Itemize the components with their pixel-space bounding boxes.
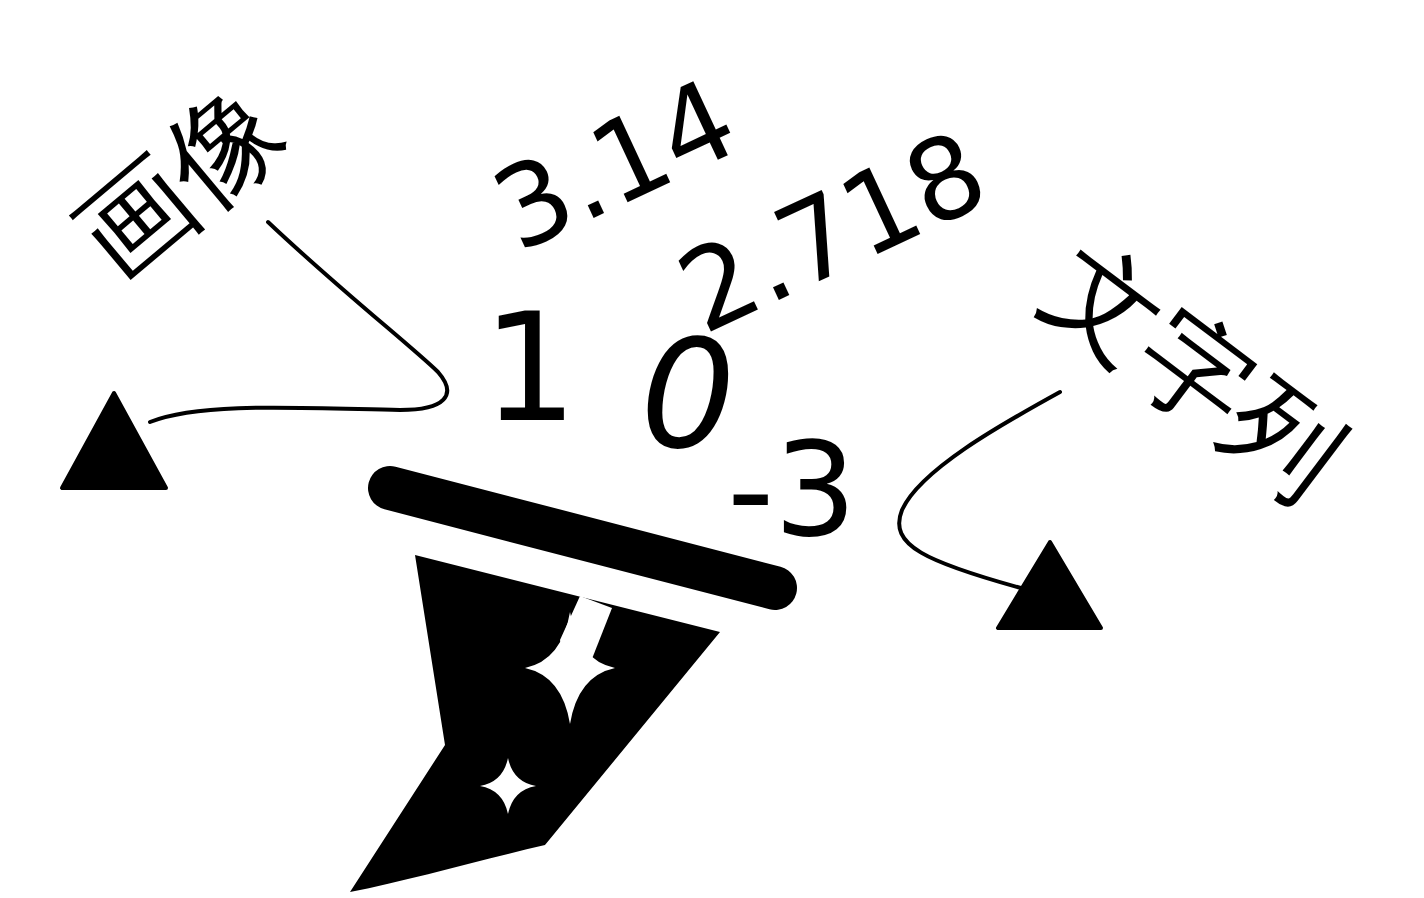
curly-arrow-line — [150, 222, 447, 422]
floating-label: 1 — [482, 293, 577, 443]
triangle-head — [62, 393, 166, 488]
floating-label: 画像 — [58, 67, 302, 297]
curly-arrow-line — [899, 392, 1060, 590]
triangle-head — [998, 542, 1101, 628]
sparkle-star — [480, 758, 536, 814]
sparkle-star — [525, 612, 615, 724]
floating-label: 文字列 — [1027, 226, 1363, 518]
floating-label: 0 — [640, 320, 735, 470]
floating-label: -3 — [727, 425, 857, 555]
hat-body — [350, 555, 720, 892]
funnel-hat — [350, 488, 775, 892]
